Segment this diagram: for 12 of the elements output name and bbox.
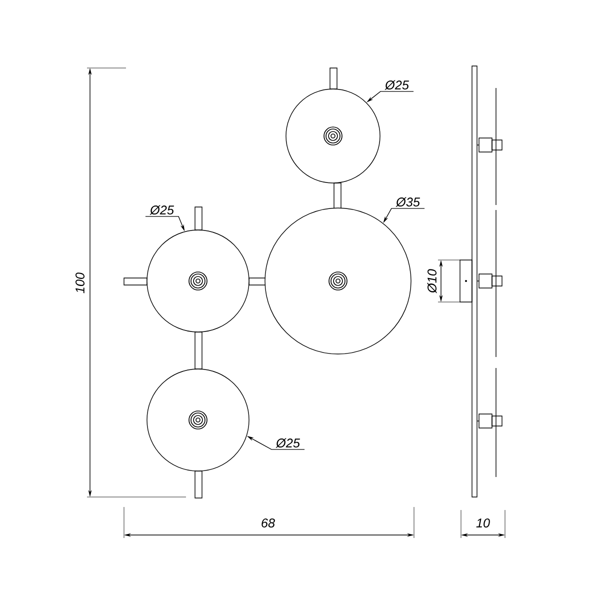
lamp-disc (264, 208, 412, 354)
lamp-disc (286, 88, 380, 184)
lamp-disc (146, 368, 250, 472)
diameter-label: Ø25 (384, 80, 409, 90)
dimension-text: 68 (262, 518, 275, 528)
dimension-text: Ø10 (427, 269, 437, 294)
dimension-text: 100 (76, 272, 84, 294)
dimension-text: 10 (476, 518, 490, 528)
diameter-label: Ø25 (276, 438, 300, 448)
diameter-label: Ø35 (396, 197, 420, 207)
lamp-disc (146, 230, 250, 332)
diameter-label: Ø25 (150, 205, 174, 215)
